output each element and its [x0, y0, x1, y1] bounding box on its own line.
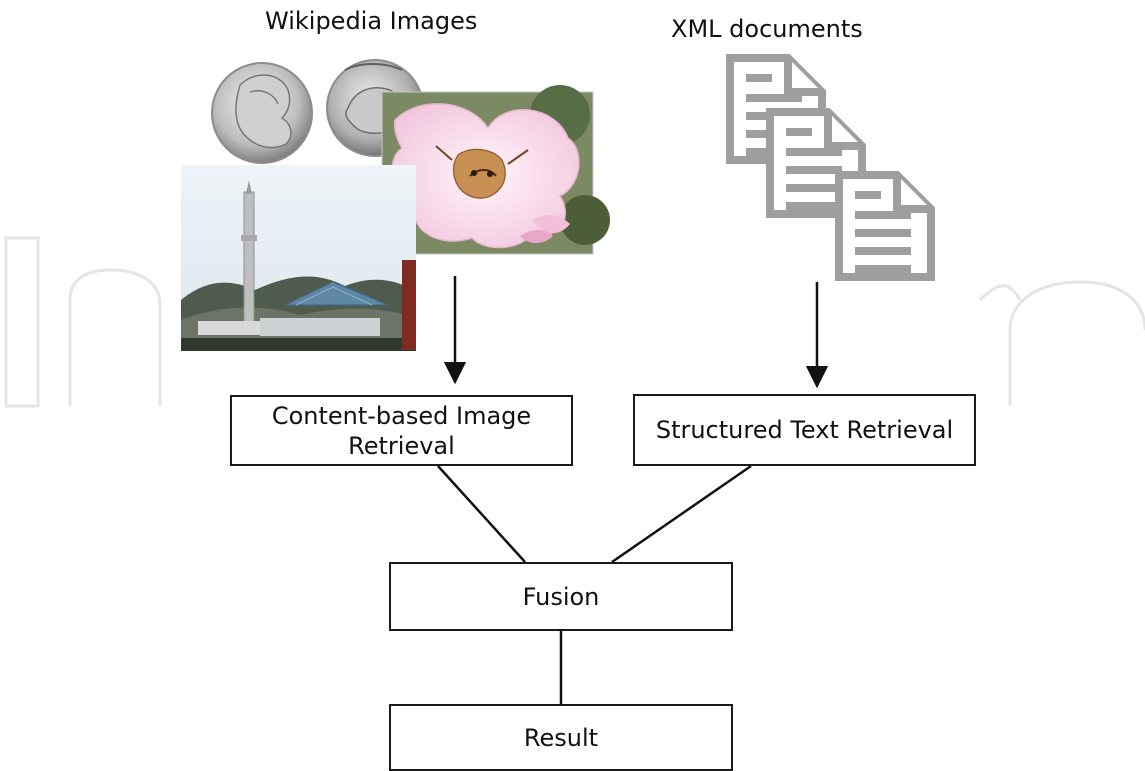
connector-lines: [437, 276, 829, 704]
mosque-image: [181, 165, 416, 351]
structured-text-retrieval-box: Structured Text Retrieval: [633, 394, 976, 466]
watermark-logo: [4, 236, 1145, 408]
structured-text-retrieval-label: Structured Text Retrieval: [655, 416, 954, 444]
result-label: Result: [523, 723, 599, 752]
fusion-box: Fusion: [389, 562, 733, 631]
fusion-label: Fusion: [522, 582, 600, 611]
flower-bee-image: [381, 85, 610, 255]
xml-documents-icon: [726, 54, 935, 281]
coin-portrait-image: [211, 62, 313, 164]
wikipedia-images-label: Wikipedia Images: [265, 7, 478, 35]
xml-documents-label: XML documents: [671, 15, 863, 43]
result-box: Result: [389, 704, 733, 771]
